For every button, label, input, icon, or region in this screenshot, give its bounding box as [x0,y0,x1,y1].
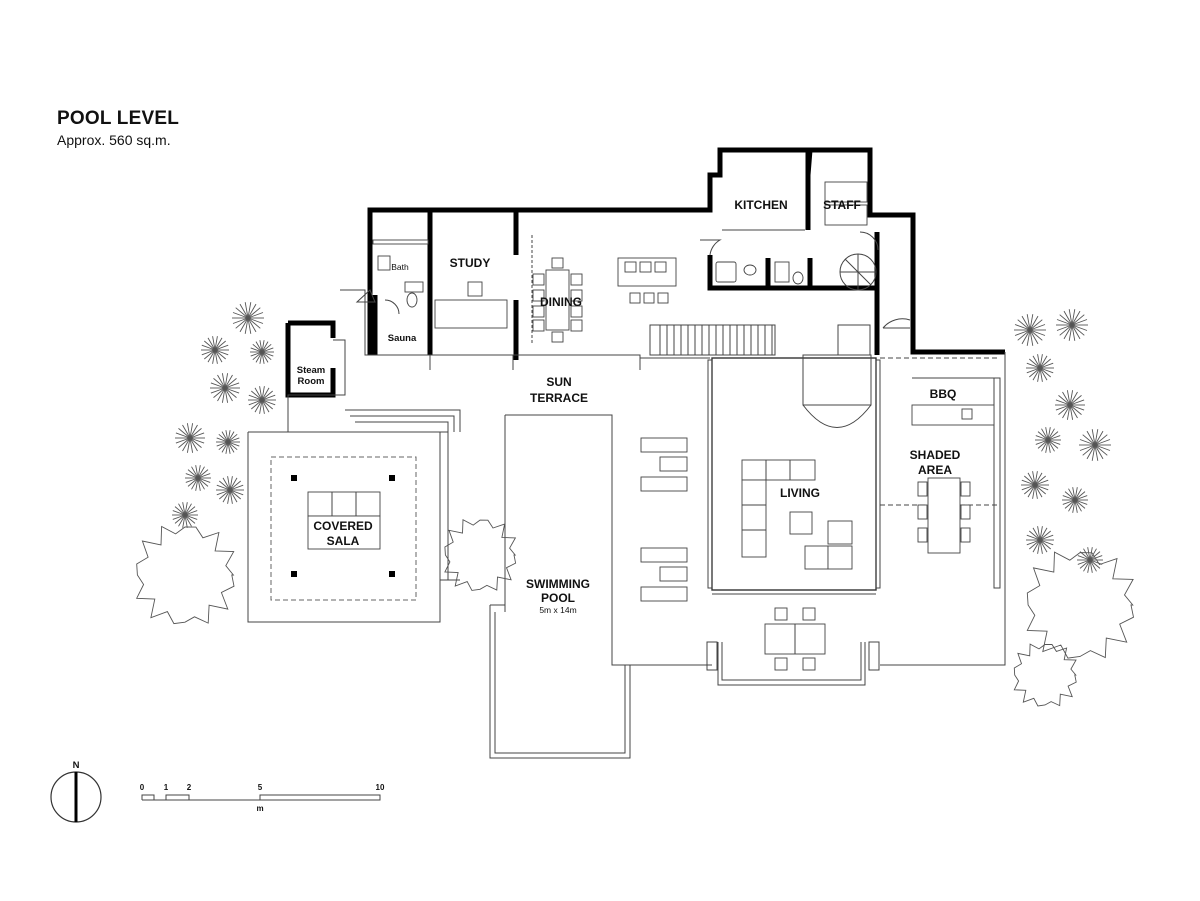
label-shaded-area-2: AREA [918,463,952,477]
tree-icon [175,423,205,453]
tree-icon [1056,309,1088,341]
shrub-icon [1026,551,1135,659]
tree-icon [201,336,229,364]
scale-tick-2: 2 [187,783,192,792]
tree-icon [1079,429,1111,461]
exterior-walls [285,147,1005,398]
tree-icon [1026,526,1054,554]
shrub-icon [135,525,235,625]
tree-icon [1026,354,1054,382]
tree-icon [185,465,211,491]
scale-tick-10: 10 [376,783,385,792]
tree-icon [210,373,240,403]
label-staff: STAFF [823,198,861,212]
tree-icon [216,476,244,504]
plan-title: POOL LEVEL [57,108,180,129]
tree-icon [1062,487,1088,513]
label-bbq: BBQ [930,387,957,401]
label-shaded-area-1: SHADED [910,448,961,462]
study-furniture [434,281,508,329]
terrace-outlines [247,289,1006,759]
label-steam-room-2: Room [298,376,325,387]
plan-area: Approx. 560 sq.m. [57,132,171,148]
living-furniture [741,459,853,570]
bbq-counter [911,404,995,426]
spiral-stair [839,253,877,291]
tree-icon [232,302,264,334]
scale-tick-0: 0 [140,783,145,792]
shrub-icon [444,518,517,591]
tree-icon [1035,427,1061,453]
tree-icon [248,386,276,414]
living-pavilion [707,357,1001,595]
outdoor-dining [764,607,826,671]
terrace-loungers [640,437,688,602]
fixtures [372,181,868,308]
scale-bar: 0 1 2 5 10 m [140,783,385,813]
label-study: STUDY [450,256,491,270]
tree-icon [1077,547,1103,573]
label-living: LIVING [780,486,820,500]
label-swimming-pool-2: POOL [541,591,575,605]
staircase-terrace [649,324,776,356]
label-covered-sala-1: COVERED [313,519,373,533]
covered-sala [270,456,417,601]
tree-icon [216,430,240,454]
label-sun-terrace-1: SUN [546,375,571,389]
dining-furniture [531,235,677,345]
landscape-trees [135,302,1135,707]
tree-icon [1055,390,1085,420]
compass-north-label: N [73,760,80,771]
scale-tick-1: 1 [164,783,169,792]
label-sun-terrace-2: TERRACE [530,391,588,405]
label-pool-dimensions: 5m x 14m [539,605,576,615]
label-bath: Bath [391,262,409,272]
scale-unit: m [256,804,263,813]
label-kitchen: KITCHEN [734,198,787,212]
label-steam-room-1: Steam [297,365,326,376]
shaded-area-furniture [917,477,971,554]
shrub-icon [1013,643,1077,707]
label-sauna: Sauna [388,333,417,344]
tree-icon [1014,314,1046,346]
staircase-living [802,324,872,428]
label-dining: DINING [540,295,582,309]
label-covered-sala-2: SALA [327,534,360,548]
scale-tick-5: 5 [258,783,263,792]
label-swimming-pool-1: SWIMMING [526,577,590,591]
north-compass-icon: N [50,760,102,823]
tree-icon [250,340,274,364]
doors [355,231,911,329]
tree-icon [1021,471,1049,499]
tree-icon [172,502,198,528]
